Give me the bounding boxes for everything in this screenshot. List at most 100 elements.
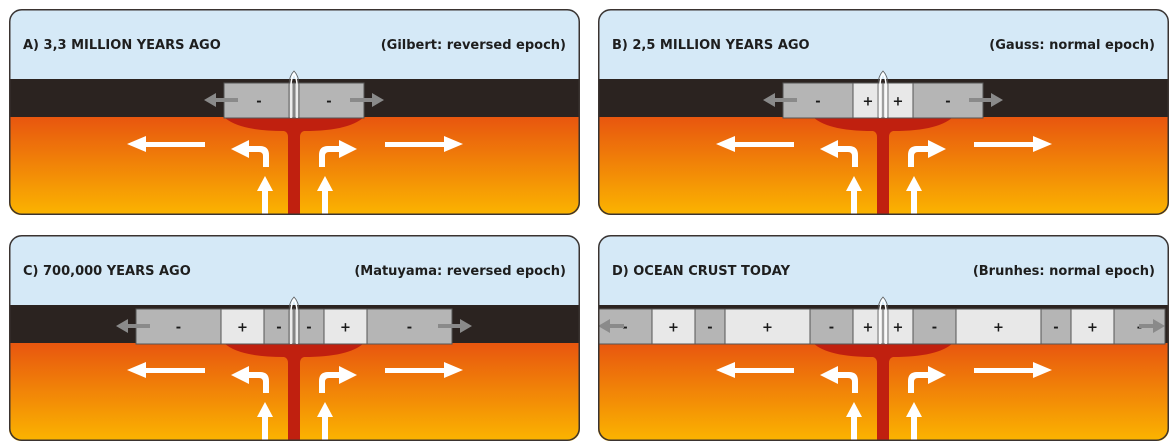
ridge-outline: [288, 296, 300, 344]
flow-arrow-left: [716, 362, 794, 378]
diagram-svg: - + - - + - C) 700,000 YEARS AGO (Matuyama: rev…: [9, 235, 580, 441]
drift-arrow: [598, 319, 624, 333]
drift-arrow: [204, 93, 238, 107]
stripe-polarity: +: [340, 321, 351, 336]
magma-conduit: [224, 117, 364, 215]
drift-arrow: [1139, 319, 1165, 333]
stripe-polarity: -: [707, 321, 712, 336]
drift-arrow: [763, 93, 797, 107]
flow-arrow-left: [716, 136, 794, 152]
flow-arrow-up-right: [317, 176, 333, 215]
stripe-polarity: -: [407, 321, 412, 336]
crust-stripe: [912, 308, 957, 345]
panel-epoch: (Matuyama: reversed epoch): [354, 264, 566, 279]
diagram-svg: --A) 3,3 MILLION YEARS AGO(Gilbert: reve…: [9, 9, 580, 215]
flow-arrow-left: [127, 136, 205, 152]
ocean-water: [598, 9, 1169, 79]
ocean-water: [598, 235, 1169, 305]
ridge-outline: [877, 70, 889, 118]
flow-arrow-curve-left: [820, 366, 858, 393]
stripe-polarity: -: [176, 321, 181, 336]
crust-stripe: [782, 82, 854, 119]
panel-title: C) 700,000 YEARS AGO: [23, 264, 191, 279]
crust-stripe: [366, 308, 453, 345]
stripe-polarity: -: [1053, 321, 1058, 336]
flow-arrow-up-left: [257, 176, 273, 215]
convection-arrows: [127, 362, 463, 441]
stripe-polarity: +: [863, 321, 874, 336]
flow-arrow-curve-right: [908, 366, 946, 393]
diagram-svg: + - + - B) 2,5 MILLION YEARS AGO (Gauss: norm…: [598, 9, 1169, 215]
crust-stripe: [809, 308, 854, 345]
flow-arrow-up-right: [906, 176, 922, 215]
stripe-polarity: +: [863, 95, 874, 110]
stripe-polarity: +: [893, 95, 904, 110]
panel-border: [9, 9, 580, 215]
flow-arrow-curve-right: [319, 140, 357, 167]
stripe-polarity: -: [326, 95, 331, 110]
flow-arrow-curve-left: [820, 140, 858, 167]
panel-a: --A) 3,3 MILLION YEARS AGO(Gilbert: reve…: [9, 9, 580, 215]
flow-arrow-up-right: [906, 402, 922, 441]
ridge-crest: [879, 297, 887, 344]
flow-arrow-up-left: [846, 402, 862, 441]
stripe-polarity: -: [306, 321, 311, 336]
panel-epoch: (Brunhes: normal epoch): [973, 264, 1155, 279]
panel-title: B) 2,5 MILLION YEARS AGO: [612, 38, 810, 53]
flow-arrow-left: [127, 362, 205, 378]
stripe-polarity: -: [622, 321, 627, 336]
panel-epoch: (Gauss: normal epoch): [989, 38, 1155, 53]
flow-arrow-curve-left: [231, 140, 269, 167]
flow-arrow-up-right: [317, 402, 333, 441]
stripe-polarity: -: [276, 321, 281, 336]
convection-arrows: [127, 136, 463, 215]
stripe-polarity: +: [237, 321, 248, 336]
panel-border: [598, 9, 1169, 215]
magma-conduit: [813, 343, 953, 441]
panel-epoch: (Gilbert: reversed epoch): [381, 38, 566, 53]
stripe-polarity: -: [945, 95, 950, 110]
stripe-polarity: +: [762, 321, 773, 336]
panel-b: + - + - B) 2,5 MILLION YEARS AGO (Gauss: norm…: [598, 9, 1169, 215]
stripe-polarity: +: [1087, 321, 1098, 336]
flow-arrow-curve-right: [908, 140, 946, 167]
magnetic-stripes: +-+-+-+-+-+-: [598, 308, 1166, 345]
drift-arrow: [116, 319, 150, 333]
stripe-polarity: -: [932, 321, 937, 336]
convection-arrows: [716, 136, 1052, 215]
crust-stripe: [323, 308, 368, 345]
flow-arrow-right: [974, 362, 1052, 378]
flow-arrow-right: [974, 136, 1052, 152]
magma-conduit: [813, 117, 953, 215]
stripe-polarity: +: [893, 321, 904, 336]
panel-c: - + - - + - C) 700,000 YEARS AGO (Matuyama: rev…: [9, 235, 580, 441]
stripe-polarity: +: [993, 321, 1004, 336]
drift-arrow: [438, 319, 472, 333]
ocean-water: [9, 235, 580, 305]
flow-arrow-curve-left: [231, 366, 269, 393]
convection-arrows: [716, 362, 1052, 441]
flow-arrow-up-left: [257, 402, 273, 441]
ridge-crest: [290, 71, 298, 118]
crust-stripe: [694, 308, 726, 345]
drift-arrow: [969, 93, 1003, 107]
flow-arrow-right: [385, 362, 463, 378]
drift-arrow: [350, 93, 384, 107]
stripe-polarity: +: [668, 321, 679, 336]
ridge-crest: [290, 297, 298, 344]
stripe-polarity: -: [256, 95, 261, 110]
crust-stripe: [135, 308, 222, 345]
magnetic-stripes: - + - - + -: [116, 308, 472, 345]
stripe-polarity: -: [815, 95, 820, 110]
flow-arrow-up-left: [846, 176, 862, 215]
ridge-crest: [879, 71, 887, 118]
flow-arrow-right: [385, 136, 463, 152]
magnetic-stripes: --: [204, 82, 384, 119]
magnetic-stripes: + - + -: [763, 82, 1003, 119]
flow-arrow-curve-right: [319, 366, 357, 393]
panel-d: +-+-+-+-+-+-D) OCEAN CRUST TODAY(Brunhes…: [598, 235, 1169, 441]
ridge-outline: [288, 70, 300, 118]
diagram-svg: +-+-+-+-+-+-D) OCEAN CRUST TODAY(Brunhes…: [598, 235, 1169, 441]
crust-stripe: [220, 308, 265, 345]
ocean-water: [9, 9, 580, 79]
